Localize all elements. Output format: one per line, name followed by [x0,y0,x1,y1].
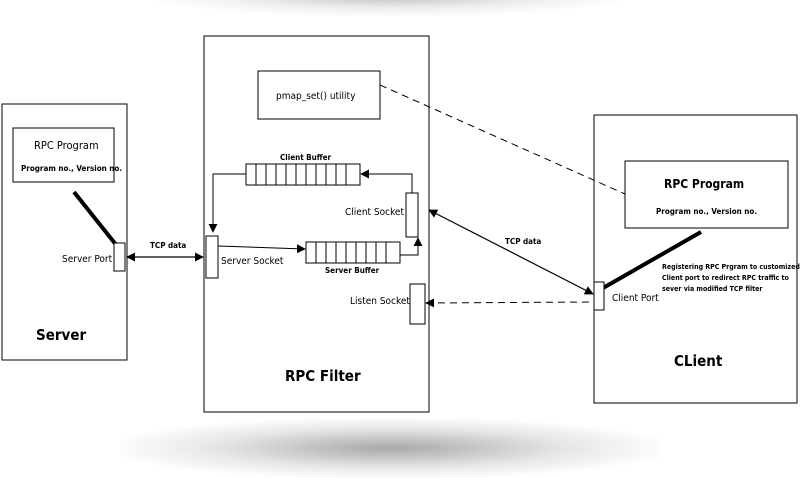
client-socket-label: Client Socket [345,207,404,218]
listen-socket-dashed-link [425,298,594,308]
client-program-port-link [602,230,702,290]
client-rpc-program-box [624,160,789,229]
rpc-filter-diagram: RPC Program Program no., Version no. Ser… [1,35,800,413]
client-port-label: Client Port [612,293,659,304]
listen-socket [409,283,426,325]
client-title: CLient [674,352,723,370]
client-buffer-label: Client Buffer [280,153,331,162]
server-socket-label: Server Socket [221,256,284,267]
client-buffer-to-server-socket [208,173,246,233]
server-buffer-label: Server Buffer [325,266,380,275]
server-socket-to-server-buffer [217,244,306,254]
server-port [113,242,126,272]
server-rpc-program-box [12,127,115,183]
client-socket-to-client-buffer [360,169,413,193]
client-port [593,281,605,311]
top-shadow [150,0,630,16]
client-tcp-link [428,209,594,295]
client-note-line-2: Client port to redirect RPC traffic to [662,274,790,282]
server-buffer-to-client-socket [400,237,423,256]
server-program-port-link [72,190,119,248]
pmap-utility-box [257,70,381,120]
pmap-utility-label: pmap_set() utility [276,91,356,102]
server-socket [205,235,219,279]
client-rpc-program-title: RPC Program [664,177,744,191]
listen-socket-label: Listen Socket [350,296,410,307]
server-port-label: Server Port [62,254,113,265]
client-rpc-program-subtitle: Program no., Version no. [656,207,757,216]
server-rpc-program-subtitle: Program no., Version no. [21,164,122,173]
pmap-to-client-program-dashed [379,84,626,195]
server-buffer [305,241,401,264]
rpc-filter-title: RPC Filter [285,367,361,385]
server-tcp-label: TCP data [150,241,186,250]
client-note-line-1: Registering RPC Prgram to customized [662,263,800,271]
client-tcp-label: TCP data [505,237,541,246]
server-title: Server [36,326,86,344]
client-socket [405,192,419,238]
client-buffer [245,163,361,186]
client-note-line-3: sever via modified TCP filter [662,285,763,293]
server-rpc-program-title: RPC Program [34,139,99,152]
